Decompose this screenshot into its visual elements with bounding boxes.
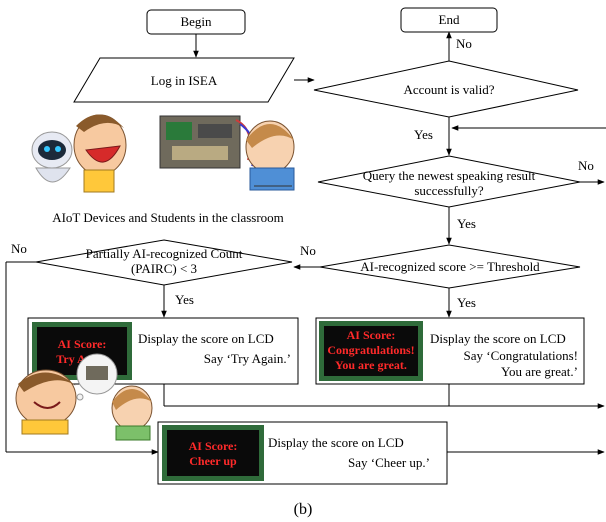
try-again-text-1: Display the score on LCD: [138, 331, 274, 346]
figure-caption: (b): [294, 501, 313, 518]
pairc-yes-label: Yes: [175, 292, 194, 307]
congrats-text-2: Say ‘Congratulations!: [464, 348, 578, 363]
connectors: [5, 31, 606, 455]
pairc-label-1: Partially AI-recognized Count: [86, 246, 243, 261]
try-again-lcd-line-1: AI Score:: [58, 337, 107, 351]
threshold-no-label: No: [300, 243, 316, 258]
student-writing-icon: [245, 120, 295, 191]
pairc-no-label: No: [11, 241, 27, 256]
congrats-lcd-line-3: You are great.: [335, 358, 407, 372]
query-result-node: [317, 155, 581, 208]
congrats-lcd-line-1: AI Score:: [347, 328, 396, 342]
account-valid-label: Account is valid?: [404, 82, 495, 97]
student-boy-smiling-icon: [15, 369, 77, 435]
cheer-up-text-2: Say ‘Cheer up.’: [348, 455, 430, 470]
threshold-label: AI-recognized score >= Threshold: [360, 259, 540, 274]
illustration-caption: AIoT Devices and Students in the classro…: [52, 210, 284, 225]
try-again-text-2: Say ‘Try Again.’: [204, 351, 291, 366]
end-label: End: [439, 12, 460, 27]
congrats-text-3: You are great.’: [501, 364, 578, 379]
query-no-label: No: [578, 158, 594, 173]
circuit-board-icon: [159, 115, 256, 169]
query-result-label-2: successfully?: [414, 183, 484, 198]
login-label: Log in ISEA: [151, 73, 218, 88]
thought-bubble-icon: [76, 353, 118, 401]
congrats-lcd-screen: [324, 326, 418, 376]
student-boy-laughing-icon: [73, 114, 127, 193]
classroom-illustration: [15, 114, 295, 441]
cheer-up-lcd-line-1: AI Score:: [189, 439, 238, 453]
pairc-node: [35, 239, 293, 286]
student-studying-icon: [111, 385, 153, 441]
pairc-label-2: (PAIRC) < 3: [131, 261, 197, 276]
cheer-up-text-1: Display the score on LCD: [268, 435, 404, 450]
cheer-up-lcd-line-2: Cheer up: [189, 454, 237, 468]
congrats-text-1: Display the score on LCD: [430, 331, 566, 346]
robot-icon: [31, 131, 73, 183]
account-no-label: No: [456, 36, 472, 51]
account-valid-node: [313, 60, 579, 118]
login-node: [73, 57, 295, 103]
threshold-node: [319, 244, 581, 289]
query-yes-label: Yes: [457, 216, 476, 231]
end-node: [400, 7, 498, 33]
threshold-yes-label: Yes: [457, 295, 476, 310]
cheer-up-lcd-screen: [167, 430, 259, 476]
congrats-lcd-line-2: Congratulations!: [327, 343, 414, 357]
begin-label: Begin: [180, 14, 212, 29]
begin-node: [146, 9, 246, 35]
query-result-label-1: Query the newest speaking result: [363, 168, 536, 183]
account-yes-label: Yes: [414, 127, 433, 142]
